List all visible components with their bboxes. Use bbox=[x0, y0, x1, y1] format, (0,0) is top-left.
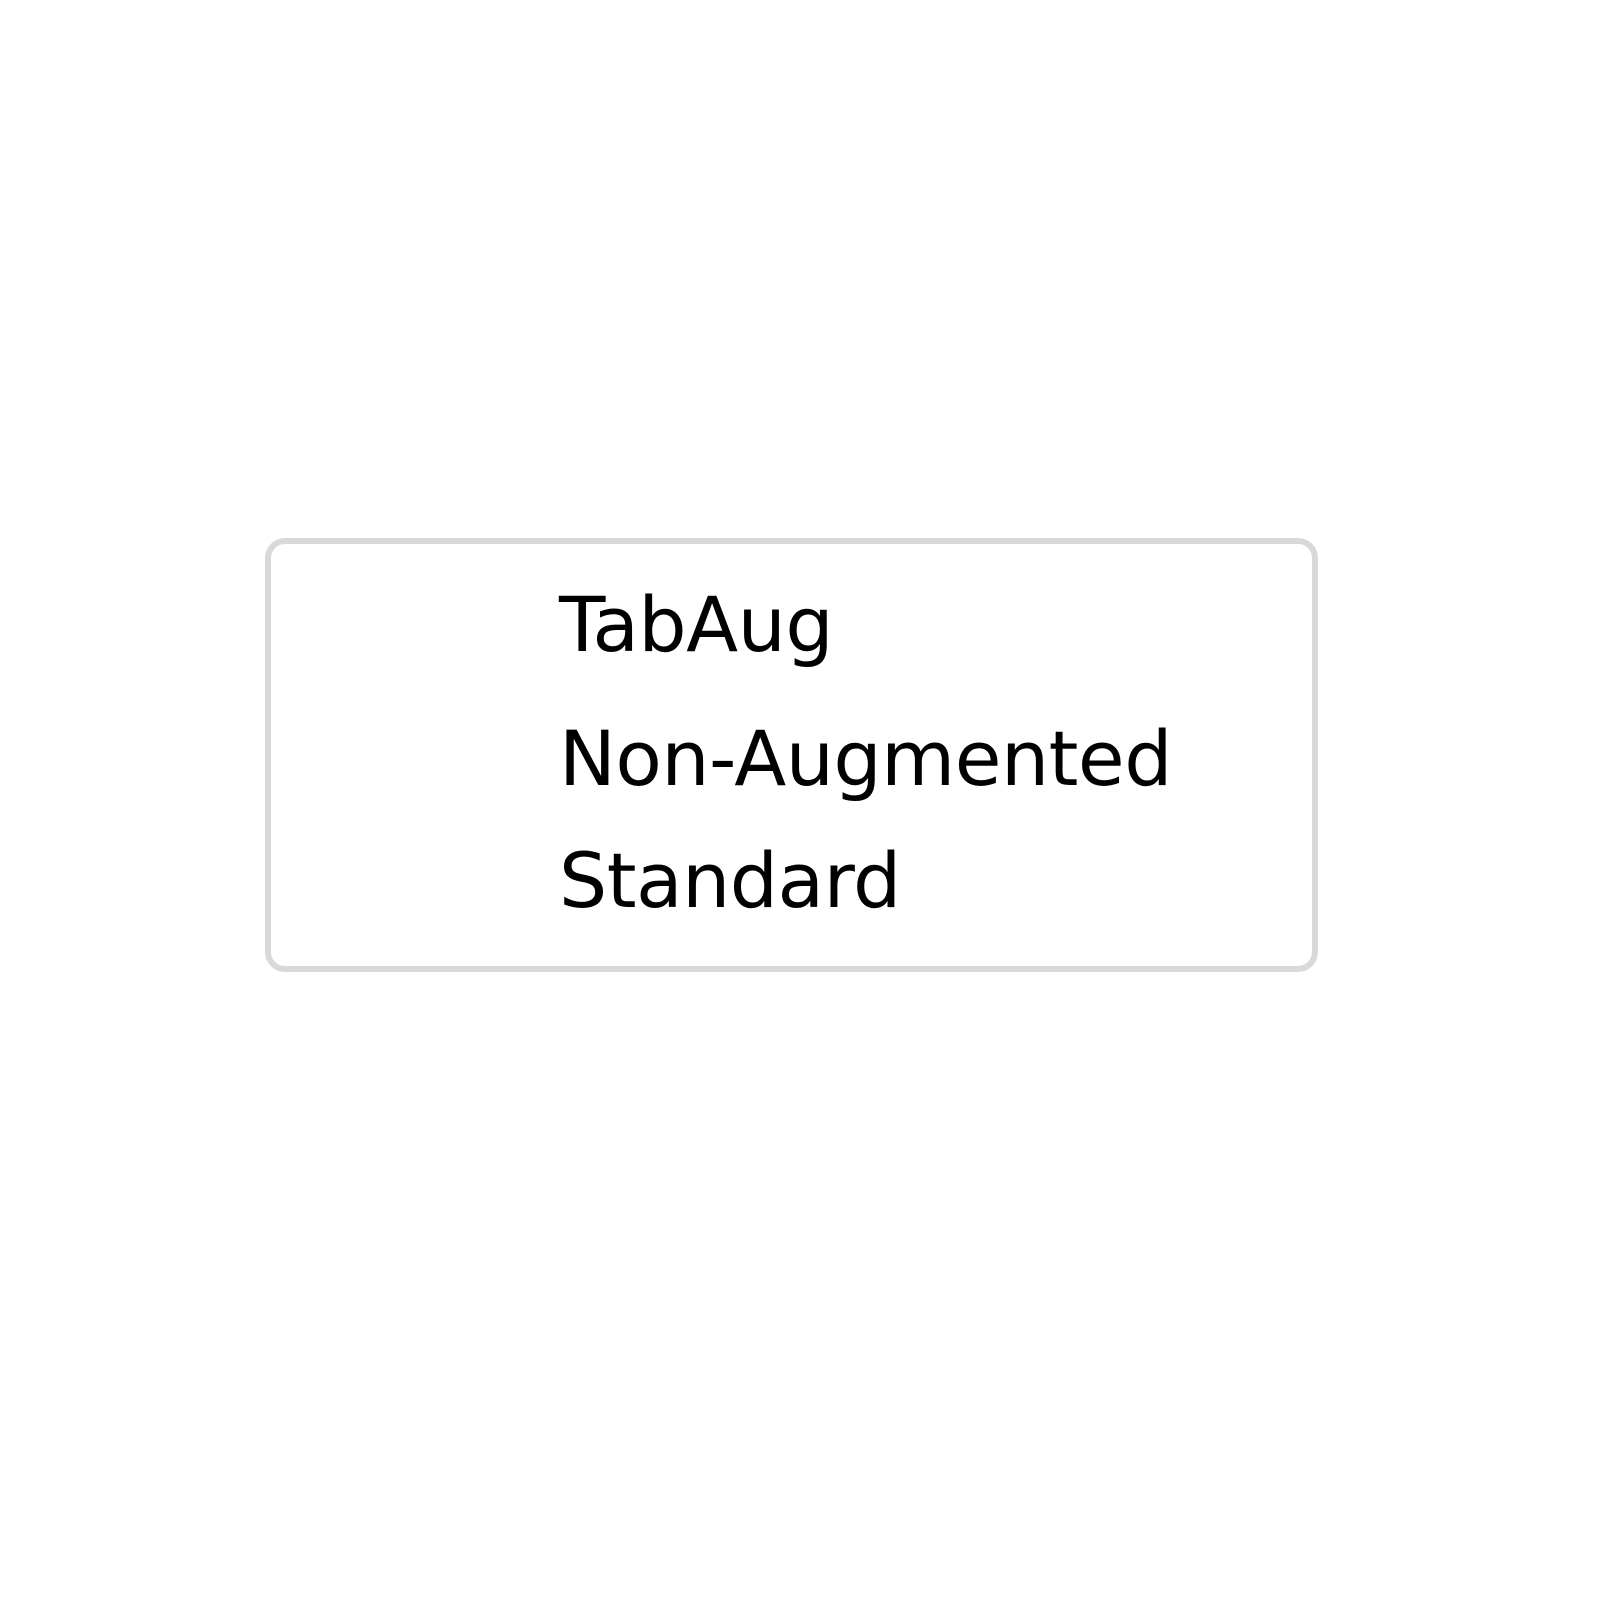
legend-entry-tabaug[interactable]: TabAug bbox=[271, 566, 1312, 684]
legend-label-standard: Standard bbox=[559, 836, 901, 925]
legend-box: TabAug Non-Augmented Standard bbox=[265, 538, 1318, 972]
legend-sample-standard bbox=[297, 822, 497, 940]
legend-entry-non-augmented[interactable]: Non-Augmented bbox=[271, 700, 1312, 818]
legend-label-non-augmented: Non-Augmented bbox=[559, 714, 1172, 803]
legend-label-tabaug: TabAug bbox=[559, 580, 834, 669]
legend-sample-non-augmented bbox=[297, 700, 497, 818]
legend-sample-tabaug bbox=[297, 566, 497, 684]
legend-entry-standard[interactable]: Standard bbox=[271, 822, 1312, 940]
